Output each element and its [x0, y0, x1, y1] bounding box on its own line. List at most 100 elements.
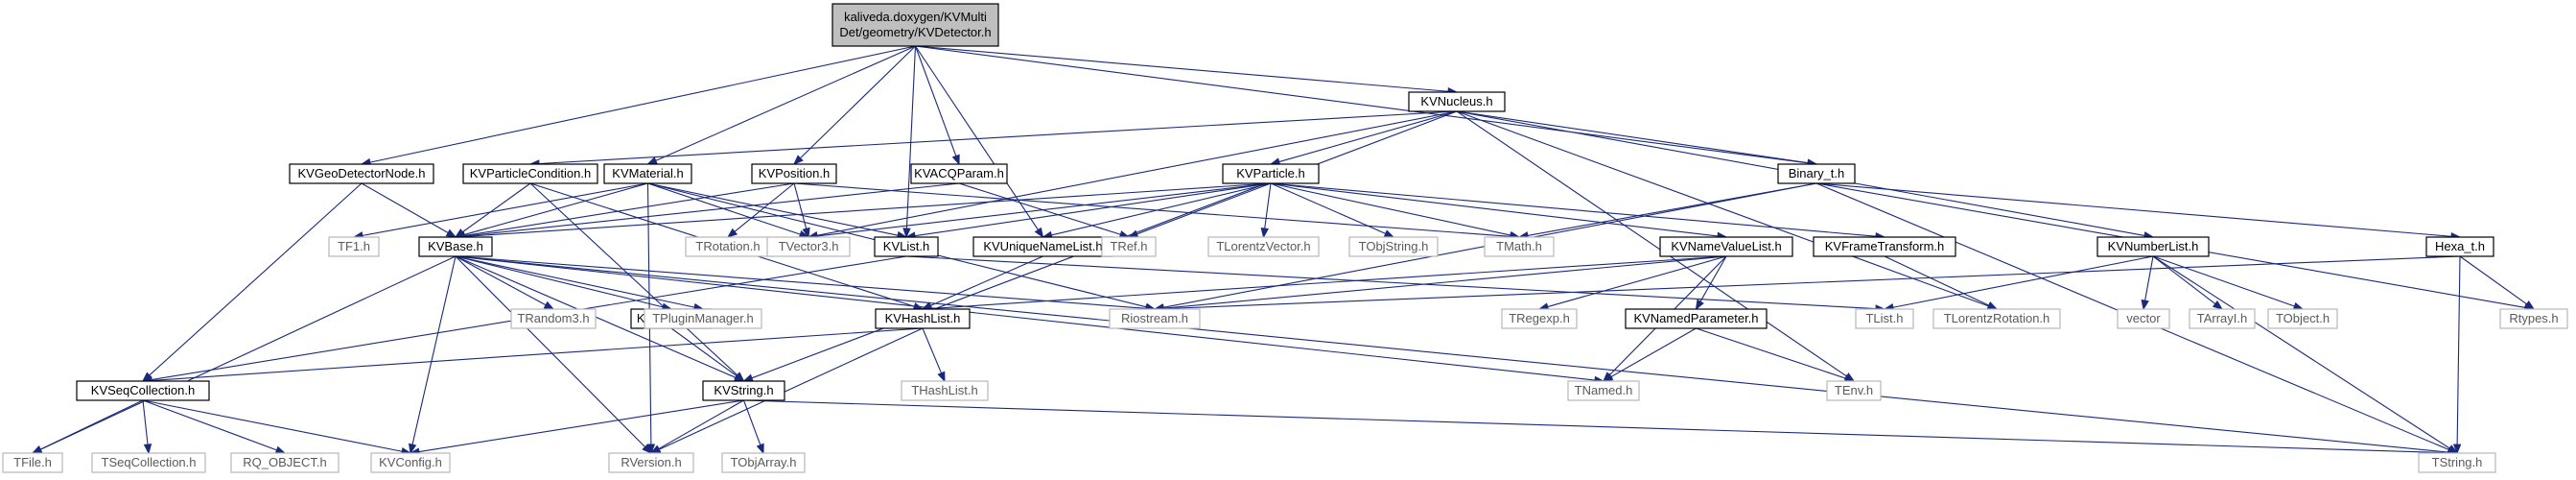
edge-kvposition-to-tmath — [793, 182, 1511, 237]
node-kvstring[interactable]: KVString.h — [702, 380, 785, 401]
node-label: KVGeoDetectorNode.h — [298, 166, 426, 180]
node-label: RVersion.h — [621, 455, 681, 469]
node-box — [510, 308, 597, 329]
edge-kvparticle-to-tobjstring — [1270, 182, 1386, 234]
node-kvnumberlist[interactable]: KVNumberList.h — [2096, 236, 2210, 257]
node-tlist[interactable]: TList.h — [1855, 308, 1914, 329]
node-label: TArrayI.h — [2197, 311, 2248, 325]
node-kvframetransform[interactable]: KVFrameTransform.h — [1813, 236, 1956, 257]
edge-arrowhead — [2141, 299, 2149, 311]
edge-arrowhead — [802, 227, 810, 239]
node-label: TLorentzRotation.h — [1944, 311, 2050, 325]
node-tlorentzvector[interactable]: TLorentzVector.h — [1207, 236, 1320, 257]
edge-arrowhead — [1383, 229, 1395, 238]
edge-kvnamevaluelist-to-tregexp — [1547, 255, 1727, 308]
node-tnamed[interactable]: TNamed.h — [1567, 380, 1640, 401]
node-box — [2189, 308, 2256, 329]
node-box — [1348, 236, 1439, 257]
node-kvlist[interactable]: KVList.h — [874, 236, 939, 257]
edge-kvnamevaluelist-to-kvnamedparameter — [1699, 255, 1727, 302]
node-riostream[interactable]: Riostream.h — [1109, 308, 1201, 329]
node-label: KVConfig.h — [379, 455, 442, 469]
node-label: Rtypes.h — [2509, 311, 2558, 325]
node-kvgeodetectornode[interactable]: KVGeoDetectorNode.h — [289, 163, 434, 184]
edge-kvposition-to-tvector3 — [793, 182, 808, 229]
node-kvnucleus[interactable]: KVNucleus.h — [1408, 91, 1506, 112]
edge-kvseqcollection-to-rq_object — [142, 399, 277, 451]
edge-kvnumberlist-to-tarrayi — [2152, 255, 2216, 304]
node-vector[interactable]: vector — [2117, 308, 2170, 329]
node-kvnamedparameter[interactable]: KVNamedParameter.h — [1625, 308, 1768, 329]
node-kvparticlecondition[interactable]: KVParticleCondition.h — [462, 163, 598, 184]
edge-root-to-kvmaterial — [655, 45, 916, 161]
node-kvseqcollection[interactable]: KVSeqCollection.h — [76, 380, 210, 401]
node-label: KVNumberList.h — [2108, 239, 2199, 253]
node-kvbase[interactable]: KVBase.h — [418, 236, 493, 257]
node-label: KVParticleCondition.h — [470, 166, 591, 180]
node-hexa-t[interactable]: Hexa_t.h — [2425, 236, 2494, 257]
node-label: TVector3.h — [779, 239, 839, 253]
edge-arrowhead — [31, 445, 43, 454]
node-kvmaterial[interactable]: KVMaterial.h — [603, 163, 692, 184]
node-tlorentzrotation[interactable]: TLorentzRotation.h — [1932, 308, 2061, 329]
edge-root-to-kvgeodetectornode — [369, 45, 916, 163]
node-trotation[interactable]: TRotation.h — [685, 236, 771, 257]
edge-kvacqparam-to-tref — [958, 182, 1121, 235]
node-label: KVParticle.h — [1236, 166, 1305, 180]
edge-kvstring-to-rversion — [658, 399, 744, 450]
node-tobjstring[interactable]: TObjString.h — [1348, 236, 1439, 257]
node-kvnamevaluelist[interactable]: KVNameValueList.h — [1659, 236, 1793, 257]
node-box — [1826, 380, 1882, 401]
node-tarrayi[interactable]: TArrayI.h — [2189, 308, 2256, 329]
edge-kvparticle-to-tref — [1136, 182, 1272, 235]
node-rq-object[interactable]: RQ_OBJECT.h — [230, 452, 340, 473]
node-tenv[interactable]: TEnv.h — [1826, 380, 1882, 401]
node-tstring[interactable]: TString.h — [2418, 452, 2496, 473]
node-binary-t[interactable]: Binary_t.h — [1777, 163, 1856, 184]
edge-root-to-kvlist — [905, 45, 917, 229]
node-thashlist[interactable]: THashList.h — [901, 380, 989, 401]
node-box — [2, 452, 63, 473]
node-tf1[interactable]: TF1.h — [328, 236, 380, 257]
edge-kvhashlist-to-rversion — [658, 327, 924, 450]
node-tref[interactable]: TRef.h — [1101, 236, 1157, 257]
edge-kvnucleus-to-tvector3 — [816, 110, 1458, 236]
edge-kvbase-to-tpluginmanager — [455, 255, 695, 308]
node-kvparticle[interactable]: KVParticle.h — [1222, 163, 1320, 184]
node-rtypes[interactable]: Rtypes.h — [2499, 308, 2568, 329]
edge-root-to-binary_t — [915, 45, 1809, 164]
node-label: KVACQParam.h — [914, 166, 1004, 180]
edge-kvnumberlist-to-tlist — [1892, 255, 2154, 308]
node-label: KVHashList.h — [885, 311, 961, 325]
node-label: TList.h — [1865, 311, 1903, 325]
node-kvposition[interactable]: KVPosition.h — [751, 163, 837, 184]
node-tfile[interactable]: TFile.h — [2, 452, 63, 473]
edge-kvparticle-to-kvlist — [914, 182, 1272, 237]
node-kvacqparam[interactable]: KVACQParam.h — [910, 163, 1008, 184]
node-root[interactable]: kaliveda.doxygen/KVMultiDet/geometry/KVD… — [831, 3, 999, 47]
node-tregexp[interactable]: TRegexp.h — [1501, 308, 1578, 329]
edge-kvnumberlist-to-tobject — [2152, 255, 2295, 307]
edge-root-to-kvacqparam — [914, 45, 957, 156]
edge-kvposition-to-kvbase — [463, 182, 795, 237]
node-box — [370, 452, 451, 473]
node-label: TRandom3.h — [517, 311, 589, 325]
node-tvector3[interactable]: TVector3.h — [766, 236, 851, 257]
node-tobject[interactable]: TObject.h — [2267, 308, 2338, 329]
edge-kvnamedparameter-to-tnamed — [1610, 327, 1697, 378]
edge-arrowhead — [1127, 229, 1139, 238]
node-box — [1222, 163, 1320, 184]
edge-arrowhead — [756, 443, 764, 455]
node-kvconfig[interactable]: KVConfig.h — [370, 452, 451, 473]
node-tobjarray[interactable]: TObjArray.h — [721, 452, 806, 473]
node-tmath[interactable]: TMath.h — [1484, 236, 1555, 257]
edge-kvlist-to-tlist — [905, 255, 1877, 310]
edge-arrowhead — [937, 371, 946, 383]
node-trandom3[interactable]: TRandom3.h — [510, 308, 597, 329]
node-kvhashlist[interactable]: KVHashList.h — [875, 308, 971, 329]
node-tpluginmanager[interactable]: TPluginManager.h — [644, 308, 762, 329]
node-tseqcollection[interactable]: TSeqCollection.h — [91, 452, 206, 473]
node-kvuniquenamelist[interactable]: KVUniqueNameList.h — [972, 236, 1113, 257]
node-rversion[interactable]: RVersion.h — [608, 452, 694, 473]
edge-kvstring-to-tstring — [743, 399, 2449, 454]
